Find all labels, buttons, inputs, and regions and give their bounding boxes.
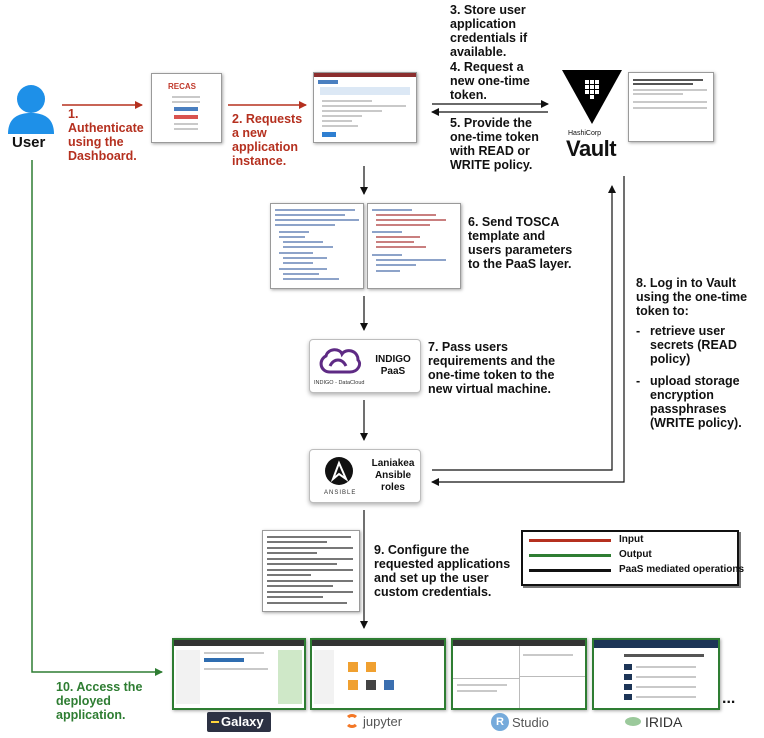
step-8-title: 8. Log in to Vault using the one-time to… <box>636 276 748 318</box>
legend: Input Output PaaS mediated operations <box>521 530 744 586</box>
indigo-paas-node: INDIGO - DataCloud INDIGO PaaS <box>309 339 421 393</box>
user-icon <box>8 85 54 134</box>
request-form-thumbnail <box>313 72 417 143</box>
jupyter-label: jupyter <box>363 714 403 729</box>
vault-vendor: HashiCorp <box>568 130 602 137</box>
rstudio-label: Studio <box>512 715 549 730</box>
galaxy-logo-mark-icon <box>211 721 219 723</box>
laniakea-name: Laniakea Ansible roles <box>371 458 415 493</box>
step-8-bullet: - <box>636 324 641 338</box>
step-8-bullet: - <box>636 374 641 388</box>
ansible-logo-text: ANSIBLE <box>324 490 357 496</box>
indigo-name: INDIGO PaaS <box>375 354 411 377</box>
indigo-logo-text: INDIGO - DataCloud <box>314 380 365 386</box>
step-3-text: 3. Store user application credentials if… <box>450 3 528 59</box>
vault-node: HashiCorp Vault <box>560 68 624 161</box>
step-8-item-read: retrieve user secrets (READ policy) <box>650 324 737 366</box>
laniakea-node: ANSIBLE Laniakea Ansible roles <box>309 449 421 503</box>
step-10-text: 10. Access the deployed application. <box>56 680 143 722</box>
vault-name: Vault <box>566 136 617 161</box>
more-apps-ellipsis: ... <box>722 690 736 707</box>
ansible-log-thumbnail <box>262 530 360 612</box>
galaxy-label: Galaxy <box>221 714 264 729</box>
legend-output-label: Output <box>619 549 652 560</box>
irida-leaf-icon <box>625 717 641 726</box>
step-2-text: 2. Requests a new application instance. <box>232 112 303 168</box>
irida-logo: IRIDA <box>625 712 705 734</box>
dashboard-logo: RECAS <box>168 82 197 91</box>
step-8-item-write: upload storage encryption passphrases (W… <box>650 374 742 430</box>
step-9-text: 9. Configure the requested applications … <box>374 543 511 599</box>
legend-input-label: Input <box>619 534 644 545</box>
irida-label: IRIDA <box>645 714 683 730</box>
step-6-text: 6. Send TOSCA template and users paramet… <box>468 215 573 271</box>
irida-screenshot[interactable] <box>592 638 720 710</box>
step-7-text: 7. Pass users requirements and the one-t… <box>428 340 556 396</box>
indigo-cloud-icon <box>319 348 362 374</box>
arrow-user-to-apps <box>31 160 163 676</box>
rstudio-badge-icon: R <box>491 713 509 731</box>
tosca-template-thumbnail <box>270 203 364 289</box>
legend-paas-label: PaaS mediated operations <box>619 564 745 575</box>
step-1-text: 1. Authenticate using the Dashboard. <box>68 107 144 163</box>
user-parameters-thumbnail <box>367 203 461 289</box>
jupyter-screenshot[interactable] <box>310 638 446 710</box>
vault-ui-thumbnail <box>628 72 714 142</box>
step-4-text: 4. Request a new one-time token. <box>450 60 530 102</box>
vault-logo-icon <box>562 70 622 124</box>
rstudio-screenshot[interactable] <box>451 638 587 710</box>
ansible-logo-icon <box>325 457 353 485</box>
step-8-block: 8. Log in to Vault using the one-time to… <box>636 276 756 430</box>
rstudio-logo: R Studio <box>491 712 561 734</box>
step-5-text: 5. Provide the one-time token with READ … <box>450 116 539 172</box>
dashboard-login-thumbnail: RECAS <box>151 73 222 143</box>
jupyter-logo: jupyter <box>345 712 425 732</box>
jupyter-logo-icon <box>345 714 359 728</box>
galaxy-logo: Galaxy <box>207 712 271 732</box>
galaxy-screenshot[interactable] <box>172 638 306 710</box>
user-label: User <box>12 134 46 151</box>
